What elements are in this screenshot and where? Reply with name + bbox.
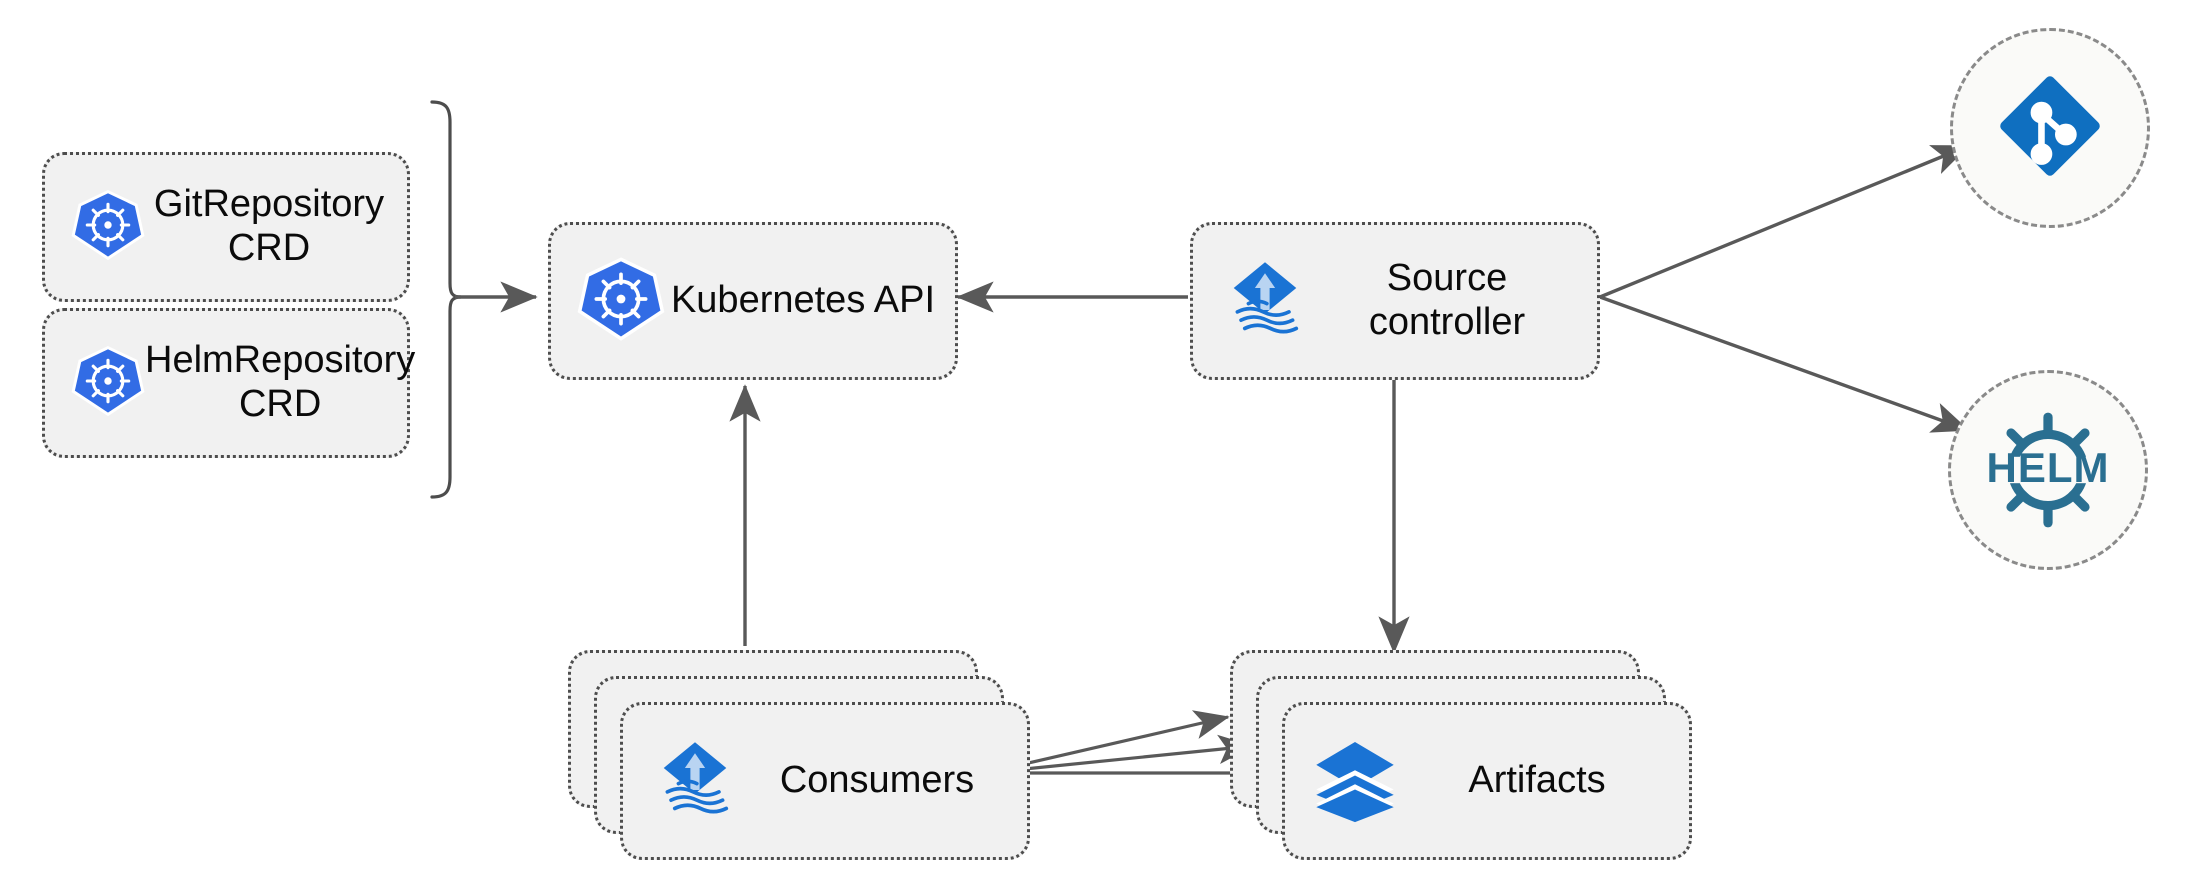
flux-icon (649, 733, 741, 830)
node-label: Kubernetes API (670, 279, 936, 322)
layers-icon (1311, 735, 1399, 828)
node-kubernetes-api[interactable]: Kubernetes API (548, 222, 958, 380)
flux-icon (1219, 253, 1311, 350)
node-helm-provider[interactable]: HELM (1948, 370, 2148, 570)
node-artifacts[interactable]: Artifacts (1282, 702, 1692, 860)
edge-source-to-helm (1599, 295, 1970, 433)
node-label: Consumers (779, 759, 975, 802)
git-icon (1989, 65, 2111, 192)
kubernetes-icon (71, 188, 145, 267)
node-gitrepository-crd[interactable]: GitRepository CRD (42, 152, 410, 302)
edge-source-to-git (1599, 144, 1970, 299)
crd-group-bracket (430, 100, 538, 499)
kubernetes-icon (577, 255, 665, 348)
node-source-controller[interactable]: Source controller (1190, 222, 1600, 380)
node-label: GitRepository CRD (153, 183, 385, 269)
node-label: HelmRepository CRD (145, 339, 416, 425)
helm-wheel-icon: HELM (1982, 404, 2114, 536)
node-label: Source controller (1368, 257, 1526, 343)
node-consumers[interactable]: Consumers (620, 702, 1030, 860)
node-label: Artifacts (1468, 759, 1606, 802)
node-helmrepository-crd[interactable]: HelmRepository CRD (42, 308, 415, 458)
kubernetes-icon (71, 344, 145, 423)
node-git-provider[interactable] (1950, 28, 2150, 228)
helm-wordmark: HELM (1986, 444, 2110, 491)
